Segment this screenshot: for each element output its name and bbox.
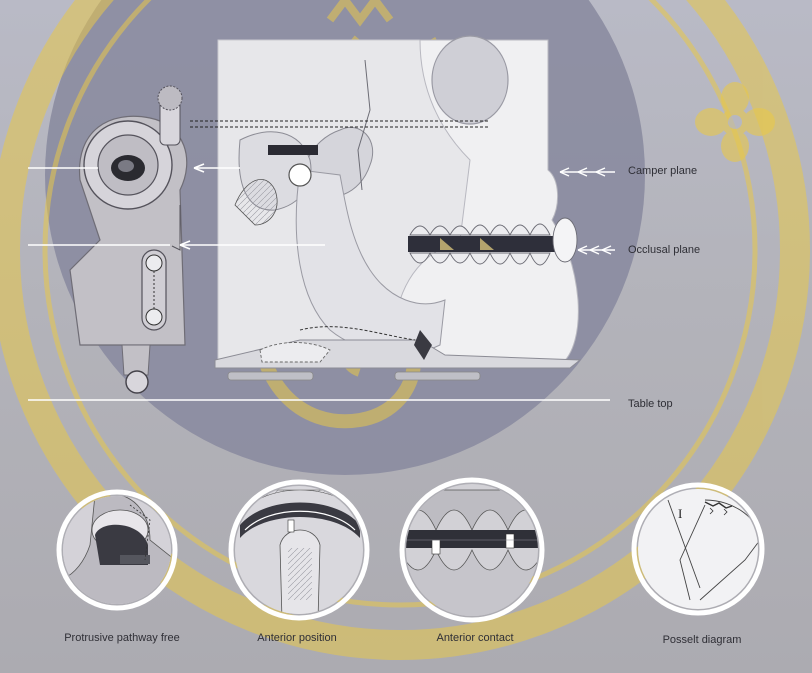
inset-anterior-position xyxy=(231,482,367,620)
occlusal-plane-arrow-icon xyxy=(578,246,615,254)
posselt-mark: I xyxy=(678,506,682,521)
skull-illustration xyxy=(218,36,578,365)
caption-anterior-contact: Anterior contact xyxy=(436,632,513,644)
inset-anterior-contact xyxy=(400,480,550,620)
camper-plane-label: Camper plane xyxy=(628,165,697,177)
caption-anterior-position: Anterior position xyxy=(257,632,337,644)
caption-protrusive: Protrusive pathway free xyxy=(64,632,180,644)
inset-posselt: I xyxy=(634,485,762,613)
inset-protrusive xyxy=(59,492,180,610)
occlusal-plane-label: Occlusal plane xyxy=(628,244,700,256)
caption-posselt: Posselt diagram xyxy=(663,634,742,646)
table-top-label: Table top xyxy=(628,398,673,410)
